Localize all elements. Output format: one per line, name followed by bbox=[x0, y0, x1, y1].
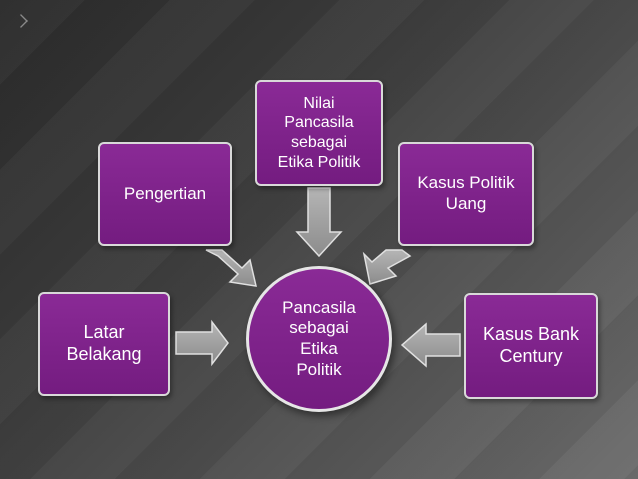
arrow-bank-century-to-center bbox=[400, 322, 461, 368]
node-pengertian: Pengertian bbox=[98, 142, 232, 246]
arrow-politik-uang-to-center bbox=[362, 249, 412, 285]
node-latar-belakang: Latar Belakang bbox=[38, 292, 170, 396]
node-nilai-pancasila: Nilai Pancasila sebagai Etika Politik bbox=[255, 80, 383, 186]
arrow-latar-to-center bbox=[175, 319, 229, 367]
node-kasus-bank-century: Kasus Bank Century bbox=[464, 293, 598, 399]
node-center-pancasila: Pancasila sebagai Etika Politik bbox=[246, 266, 392, 412]
arrow-pengertian-to-center bbox=[205, 249, 257, 287]
node-kasus-politik-uang: Kasus Politik Uang bbox=[398, 142, 534, 246]
arrow-nilai-to-center bbox=[295, 187, 343, 258]
